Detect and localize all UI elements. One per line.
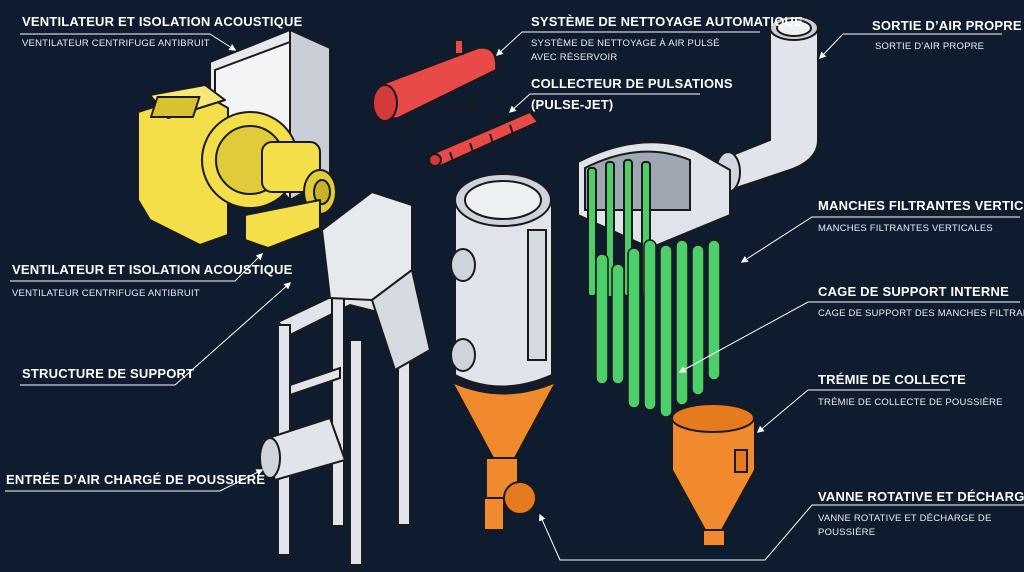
filter-bags [595,239,721,418]
filter-bags-title: MANCHES FILTRANTES VERTICALES [818,198,1024,213]
collector-cylinder [450,173,553,388]
fan-assembly [137,29,337,249]
support-cage-title: CAGE DE SUPPORT INTERNE [818,284,1009,299]
leader-lines [5,31,1024,561]
cleaning-system-subtitle-1: SYSTÈME DE NETTOYAGE À AIR PULSÉ [531,38,720,49]
collector-cone [449,379,559,531]
manifold-title-1: COLLECTEUR DE PULSATIONS [531,76,733,91]
rotary-valve-subtitle-1: VANNE ROTATIVE ET DÉCHARGE DE [818,513,992,524]
fan-mid-title: VENTILATEUR ET ISOLATION ACOUSTIQUE [12,262,293,277]
outlet-subtitle: SORTIE D’AIR PROPRE [875,41,985,52]
support-structure-title: STRUCTURE DE SUPPORT [22,366,195,381]
rotary-valve-subtitle-2: POUSSIÈRE [818,527,876,538]
cleaning-system-subtitle-2: AVEC RÉSERVOIR [531,52,618,63]
pulse-cleaning-tank [372,39,501,132]
outlet-title: SORTIE D’AIR PROPRE [872,18,1022,33]
fan-top-subtitle: VENTILATEUR CENTRIFUGE ANTIBRUIT [22,38,210,49]
support-cage-subtitle: CAGE DE SUPPORT DES MANCHES FILTRANTES [818,308,1024,319]
filter-bags-subtitle: MANCHES FILTRANTES VERTICALES [818,223,993,234]
hopper-subtitle: TRÉMIE DE COLLECTE DE POUSSIÈRE [818,397,1003,408]
fan-top-title: VENTILATEUR ET ISOLATION ACOUSTIQUE [22,14,303,29]
clean-air-outlet-duct [715,15,819,193]
rotary-valve-title: VANNE ROTATIVE ET DÉCHARGE [818,489,1024,504]
fan-mid-subtitle: VENTILATEUR CENTRIFUGE ANTIBRUIT [12,288,200,299]
manifold-title-2: (PULSE-JET) [531,97,614,112]
inlet-hood [259,190,432,482]
filter-housing [577,141,731,298]
collection-hopper [671,403,756,547]
hopper-title: TRÉMIE DE COLLECTE [818,372,967,387]
support-frame [276,286,411,566]
inlet-title: ENTRÉE D’AIR CHARGÉ DE POUSSIERE [6,472,266,487]
pulse-jet-manifold [428,110,540,169]
cleaning-system-title: SYSTÈME DE NETTOYAGE AUTOMATIQUE [531,14,803,29]
